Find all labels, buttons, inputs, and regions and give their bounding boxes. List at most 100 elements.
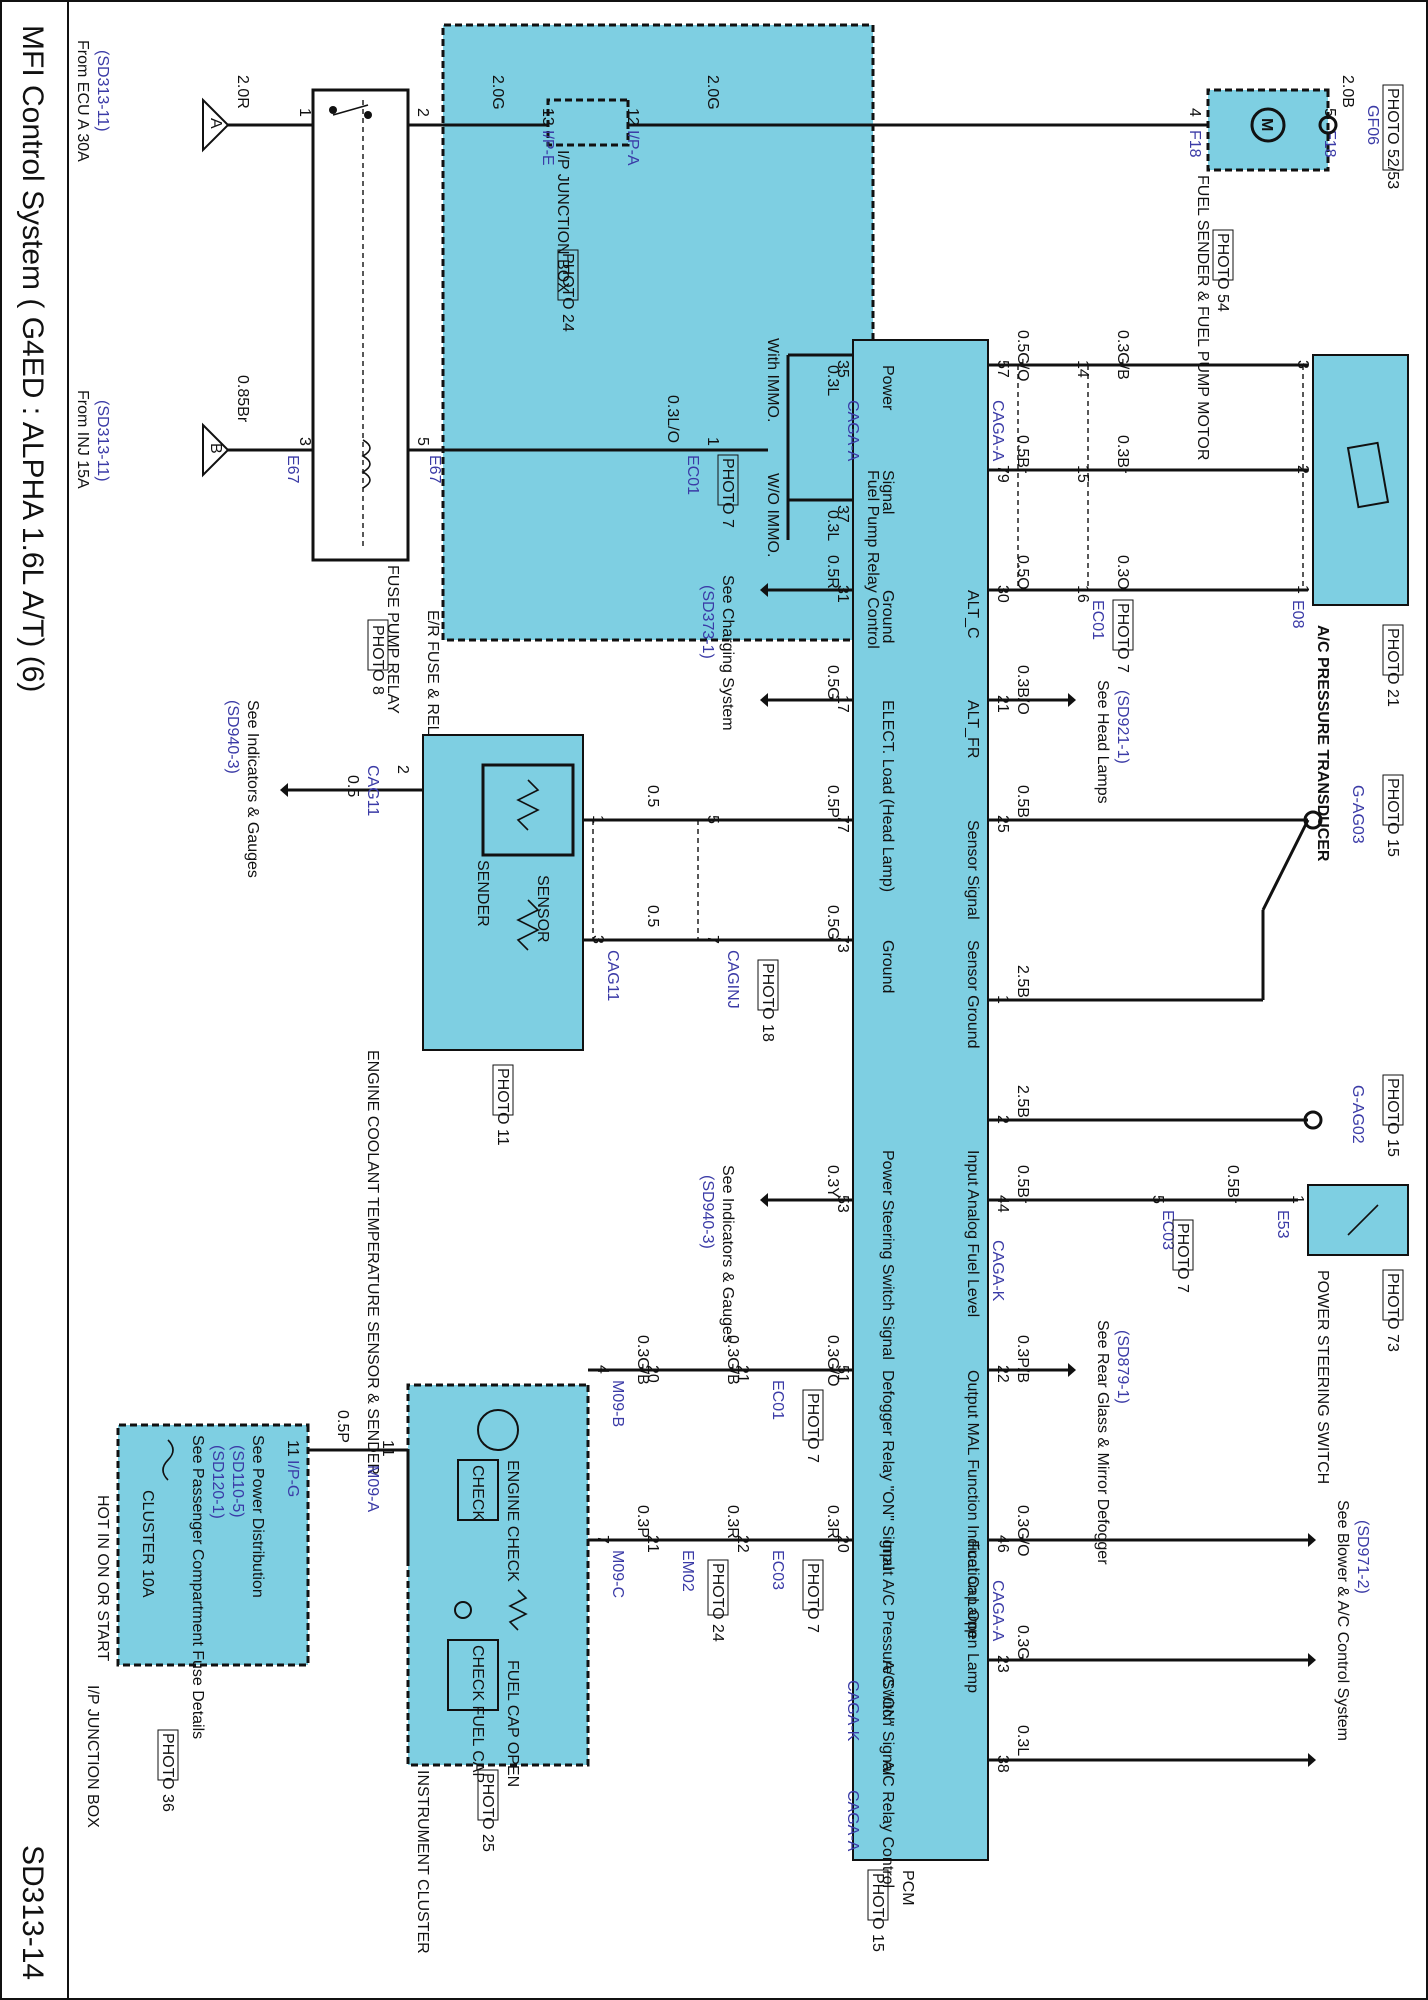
ec01-ac-photo: PHOTO 7: [1114, 603, 1131, 673]
ip-jb-photo: PHOTO 24: [559, 253, 576, 332]
wire-05p-label: 0.5P: [334, 1410, 351, 1443]
ag03-photo: PHOTO 15: [1384, 778, 1401, 857]
pin-22-fc: 22: [734, 1535, 751, 1553]
em02: EM02: [679, 1550, 696, 1592]
charging-note: See Charging System: [719, 575, 736, 731]
ip-junction-box: HOT IN ON OR START CLUSTER 10A See Power…: [84, 1423, 310, 1828]
defog-note: See Rear Glass & Mirror Defogger: [1094, 1320, 1111, 1565]
wire-22-fc-label: 0.3R: [724, 1505, 741, 1539]
wire-1-label: 0.3O: [1114, 555, 1131, 590]
pin-ip-e: 13: [539, 108, 556, 126]
conn-ip-a: I/P-A: [624, 130, 641, 166]
caginj-photo: PHOTO 18: [759, 963, 776, 1042]
ip-box-conn: I/P-G: [284, 1460, 301, 1497]
relay-contact-dot: [329, 106, 337, 114]
em02-photo: PHOTO 24: [709, 1563, 726, 1642]
pcm-caga-a1: CAGA-A: [989, 400, 1006, 462]
ground-ag03: G-AG03: [1349, 785, 1366, 844]
ac-transducer: A/C PRESSURE TRANSDUCER PHOTO 21 0.5G/O …: [988, 330, 1409, 862]
e67-right: E67: [284, 455, 301, 484]
pcm-caga-a4: CAGA-A: [844, 1790, 861, 1852]
ec01-pin: 1: [704, 437, 721, 446]
gf06-photo: PHOTO 52/53: [1384, 88, 1401, 189]
fuel-cap-open-label: FUEL CAP OPEN: [504, 1660, 521, 1787]
charging-section: 0.5R 0.5G 31 17 See Charging System (SD3…: [699, 555, 1404, 1157]
pcm-label: PCM: [899, 1870, 916, 1906]
wire-1-ground-label: 2.5B: [1014, 965, 1031, 998]
wire-31-label: 0.5R: [824, 555, 841, 589]
wire-35-label: 0.3L: [824, 365, 841, 396]
pin-2-label: 2: [414, 108, 431, 117]
pcm-input-fuel: Input Analog Fuel Level: [964, 1150, 981, 1317]
wire-2-0r-label: 2.0R: [234, 75, 251, 109]
ec03-ps-photo-box: [1172, 1219, 1194, 1271]
pcm-signal: Signal: [879, 470, 896, 514]
pin-2-ect: 2: [394, 765, 411, 774]
wire-ip-e: 2.0G: [704, 75, 721, 110]
pcm-body-visible: [852, 339, 989, 1861]
pass-comp-note: See Passenger Compartment Fuse Details: [189, 1435, 206, 1739]
ec03-ps-photo: PHOTO 7: [1174, 1223, 1191, 1293]
pin-f18-4: 4: [1186, 108, 1203, 117]
wire-77-label: 0.5P: [824, 785, 841, 818]
wire-21-mil-label: 0.3G/B: [724, 1335, 741, 1385]
pin-77: 77: [834, 815, 851, 833]
power-dist-ref: (SD110-5): [229, 1445, 246, 1518]
pcm-alt-fr: ALT_FR: [964, 700, 981, 758]
wire-38-arrow: [1308, 1753, 1316, 1767]
defog-ref: (SD879-1): [1114, 1330, 1131, 1404]
transducer-element: [1346, 441, 1390, 509]
pass-comp-ref: (SD120-1): [209, 1445, 226, 1519]
er-fuse-relay-box: E/R FUSE & RELAY BOX From ECU A 30A (SD3…: [74, 23, 875, 793]
motor-photo: PHOTO 54: [1214, 233, 1231, 312]
pin-ip-a: 12: [624, 108, 641, 126]
pin-11-cluster: 11: [379, 1440, 396, 1457]
ac-transducer-photo: PHOTO 21: [1384, 628, 1401, 707]
ect-section: SENDER SENSOR ENGINE COOLANT TEMPERATURE…: [224, 700, 853, 1475]
pcm-output-mal: Output MAL Function Indication Lamp: [964, 1370, 981, 1638]
m09a: M09-A: [364, 1465, 381, 1512]
wo-immo: W/O IMMO.: [764, 473, 781, 557]
relay-name: FUSE PUMP RELAY: [384, 565, 401, 714]
pcm-labels: Fuel Pump Relay Control Power Signal Gro…: [844, 365, 1006, 1888]
wire-17-arrow: [760, 693, 768, 707]
ip-box-label: I/P JUNCTION BOX: [84, 1685, 101, 1828]
gauge-arrow: [280, 783, 288, 797]
with-immo: With IMMO.: [764, 338, 781, 422]
ag02-photo: PHOTO 15: [1384, 1078, 1401, 1157]
ect-photo: PHOTO 11: [494, 1068, 511, 1146]
wire-21-headlamp-label: 0.3B/O: [1014, 665, 1031, 715]
ag03-photo-box: [1382, 774, 1404, 826]
pcm-ac-on: A/C "ON" Signal: [879, 1660, 896, 1775]
wire-ground-jumper-2: [1261, 819, 1310, 911]
ec01-mil: EC01: [769, 1380, 786, 1420]
pcm-caga-a2: CAGA-A: [844, 400, 861, 462]
pin-7-fc: 7: [594, 1535, 611, 1544]
pcm-ac-relay: A/C Relay Control: [879, 1760, 896, 1888]
ag02-photo-box: [1382, 1074, 1404, 1126]
pin-14: 14: [1074, 360, 1091, 378]
pin-3-label: 3: [296, 437, 313, 446]
pin-23: 23: [994, 1655, 1011, 1673]
ec01-mil-photo: PHOTO 7: [804, 1393, 821, 1463]
ground-ag02: G-AG02: [1349, 1085, 1366, 1144]
cluster-fuse-icon: [162, 1439, 174, 1481]
conn-ip-e: I/P-E: [539, 130, 556, 166]
ec01-immo-photo-box: [717, 454, 739, 506]
ip-box-outline: [116, 1423, 310, 1667]
check-fuel-cap-label: CHECK FUEL CAP: [469, 1645, 486, 1783]
fuel-level-arrow: [760, 1193, 768, 1207]
conn-a-triangle: [202, 97, 230, 153]
ect-photo-box: [492, 1064, 514, 1116]
relay-photo: PHOTO 8: [369, 625, 386, 695]
pin-25: 25: [994, 815, 1011, 833]
ps-section: 0.5Br 0.5Br 44 5 1 EC03 PHOTO 7 E53 POWE…: [988, 1165, 1409, 1484]
ec01-immo: EC01: [684, 455, 701, 495]
ip-jb-photo-box: [557, 249, 579, 301]
pin-73: 73: [834, 935, 851, 953]
pcm-elect-load: ELECT. Load (Head Lamp): [879, 700, 896, 892]
pin-20-mil: 20: [644, 1365, 661, 1383]
pin-35: 35: [834, 360, 851, 378]
ec03-fc-photo: PHOTO 7: [804, 1563, 821, 1633]
